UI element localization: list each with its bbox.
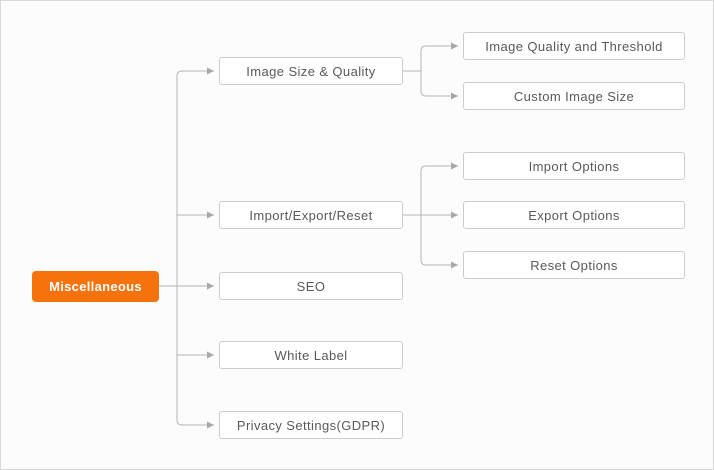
node-import-options: Import Options — [463, 152, 685, 180]
connector-to-image-quality-threshold — [420, 42, 458, 71]
node-miscellaneous: Miscellaneous — [32, 271, 159, 302]
node-custom-image-size: Custom Image Size — [463, 82, 685, 110]
node-white-label: White Label — [219, 341, 403, 369]
connector-to-import-options — [420, 162, 458, 215]
node-import-export-reset: Import/Export/Reset — [219, 201, 403, 229]
connector-trunk-to-image-size-quality — [176, 67, 214, 286]
node-export-options: Export Options — [463, 201, 685, 229]
node-image-size-and-quality: Image Size & Quality — [219, 57, 403, 85]
connector-to-custom-image-size — [420, 71, 458, 100]
node-reset-options: Reset Options — [463, 251, 685, 279]
connector-trunk-to-privacy-settings — [176, 286, 214, 429]
connector-to-reset-options — [420, 215, 458, 269]
node-seo: SEO — [219, 272, 403, 300]
node-image-quality-and-threshold: Image Quality and Threshold — [463, 32, 685, 60]
node-privacy-settings-gdpr: Privacy Settings(GDPR) — [219, 411, 403, 439]
